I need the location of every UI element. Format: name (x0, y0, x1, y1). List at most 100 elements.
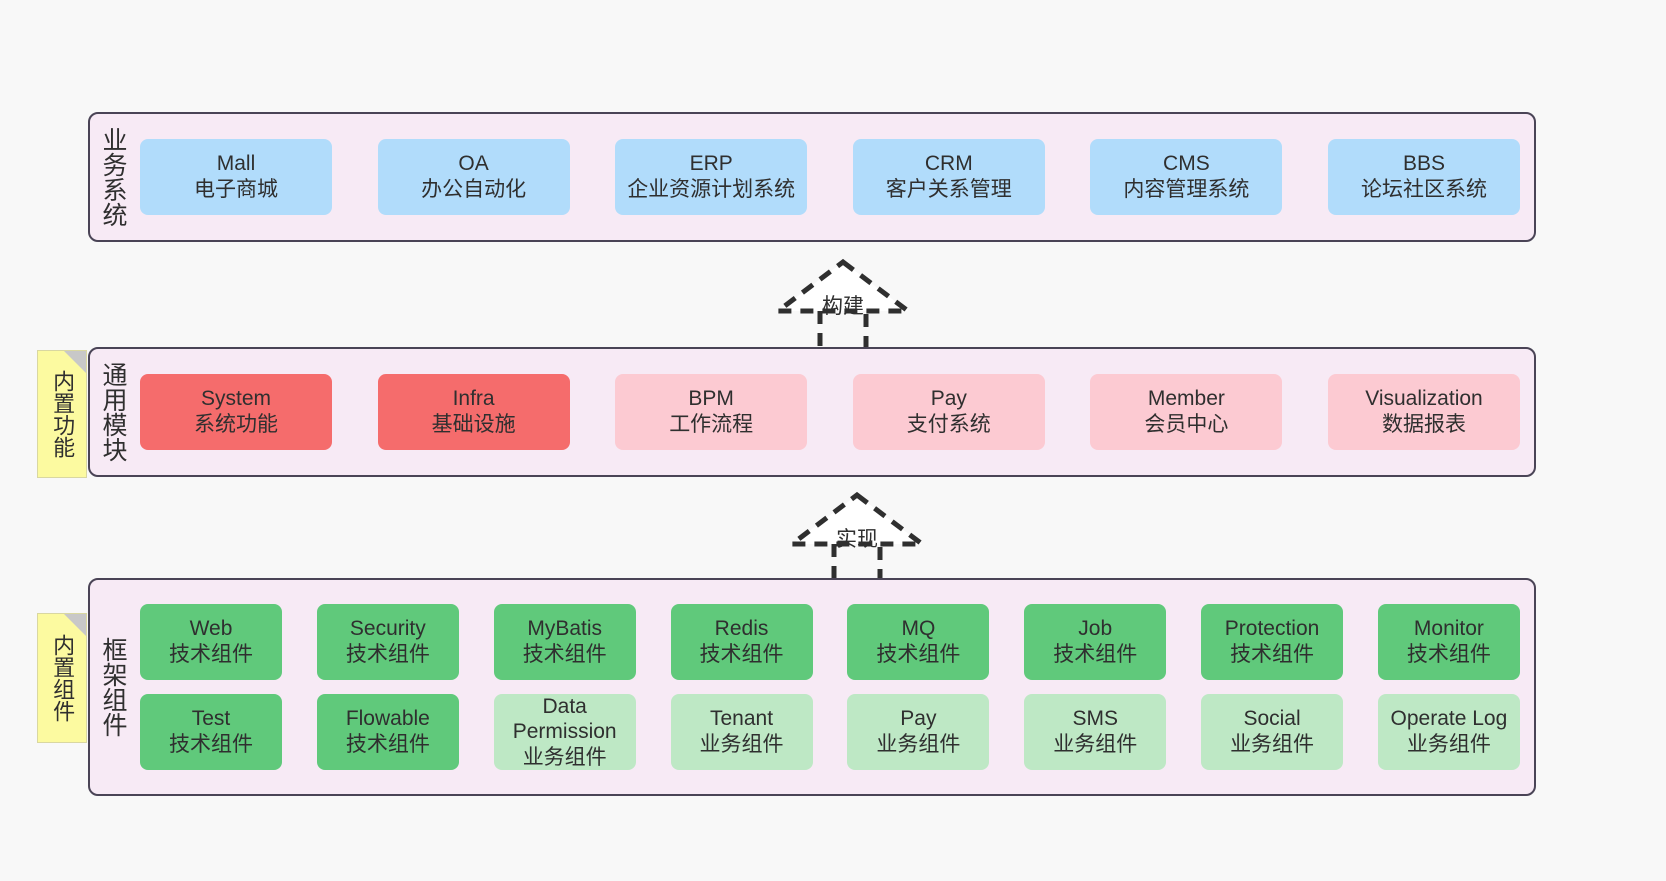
card-flowable[interactable]: Flowable 技术组件 (316, 694, 459, 770)
card-social[interactable]: Social 业务组件 (1201, 694, 1344, 770)
card-crm[interactable]: CRM 客户关系管理 (852, 139, 1045, 215)
modules-card-row: System 系统功能 Infra 基础设施 BPM 工作流程 Pay 支付系统… (140, 374, 1520, 450)
card-web-cn: 技术组件 (169, 643, 253, 666)
card-bbs-cn: 论坛社区系统 (1360, 178, 1487, 201)
card-system[interactable]: System 系统功能 (140, 374, 332, 450)
card-job-en: Job (1078, 617, 1113, 641)
note-builtin-components: 内置组件 (37, 613, 87, 743)
framework-card-row-1: Web 技术组件 Security 技术组件 MyBatis 技术组件 Redi… (140, 604, 1520, 680)
card-visualization-en: Visualization (1365, 387, 1483, 411)
card-member[interactable]: Member 会员中心 (1090, 374, 1283, 450)
card-visualization[interactable]: Visualization 数据报表 (1327, 374, 1520, 450)
connector-build-label: 构建 (822, 295, 864, 318)
layer-framework-body: Web 技术组件 Security 技术组件 MyBatis 技术组件 Redi… (136, 580, 1534, 794)
layer-framework-components: 框架组件 Web 技术组件 Security 技术组件 MyBatis 技术组件… (88, 578, 1536, 796)
card-pay-component[interactable]: Pay 业务组件 (847, 694, 990, 770)
card-crm-cn: 客户关系管理 (885, 178, 1012, 201)
card-cms[interactable]: CMS 内容管理系统 (1090, 139, 1283, 215)
card-cms-en: CMS (1163, 152, 1210, 176)
card-cms-cn: 内容管理系统 (1123, 178, 1250, 201)
note-builtin-functions-label: 内置功能 (50, 370, 76, 458)
framework-card-row-2: Test 技术组件 Flowable 技术组件 Data Permission … (140, 694, 1520, 770)
card-pay-module[interactable]: Pay 支付系统 (852, 374, 1045, 450)
card-redis[interactable]: Redis 技术组件 (670, 604, 813, 680)
card-security-en: Security (349, 617, 426, 641)
card-job[interactable]: Job 技术组件 (1024, 604, 1167, 680)
card-tenant-cn: 业务组件 (699, 733, 784, 756)
card-erp-cn: 企业资源计划系统 (627, 178, 796, 201)
card-mybatis-cn: 技术组件 (522, 643, 607, 666)
card-bbs[interactable]: BBS 论坛社区系统 (1327, 139, 1520, 215)
card-bpm-en: BPM (688, 387, 734, 411)
card-system-cn: 系统功能 (194, 413, 278, 436)
layer-framework-title: 框架组件 (99, 637, 127, 737)
card-infra[interactable]: Infra 基础设施 (377, 374, 570, 450)
card-test[interactable]: Test 技术组件 (140, 694, 282, 770)
card-job-cn: 技术组件 (1053, 643, 1138, 666)
card-data-permission-en: Data Permission (512, 694, 617, 744)
card-infra-en: Infra (452, 387, 495, 411)
card-data-permission-cn: 业务组件 (522, 745, 607, 769)
card-bbs-en: BBS (1402, 152, 1445, 176)
layer-modules-body: System 系统功能 Infra 基础设施 BPM 工作流程 Pay 支付系统… (136, 349, 1534, 475)
card-erp-en: ERP (689, 152, 733, 176)
card-redis-en: Redis (714, 617, 769, 641)
layer-modules-title: 通用模块 (99, 362, 127, 462)
card-pay-component-cn: 业务组件 (876, 733, 961, 756)
connector-build: 构建 (758, 256, 928, 356)
card-pay-module-en: Pay (930, 387, 967, 411)
card-web[interactable]: Web 技术组件 (140, 604, 282, 680)
card-operate-log-cn: 业务组件 (1406, 733, 1491, 756)
card-mybatis[interactable]: MyBatis 技术组件 (493, 604, 636, 680)
connector-implement-arrow (784, 491, 930, 587)
card-test-cn: 技术组件 (169, 733, 253, 756)
card-bpm-cn: 工作流程 (669, 413, 754, 436)
card-mall-cn: 电子商城 (194, 178, 278, 201)
card-monitor-en: Monitor (1413, 617, 1484, 641)
card-crm-en: CRM (924, 152, 973, 176)
card-mall[interactable]: Mall 电子商城 (140, 139, 332, 215)
card-sms-cn: 业务组件 (1053, 733, 1138, 756)
card-infra-cn: 基础设施 (431, 413, 516, 436)
card-system-en: System (200, 387, 271, 411)
layer-business-title: 业务系统 (99, 127, 127, 227)
card-oa-en: OA (458, 152, 489, 176)
card-erp[interactable]: ERP 企业资源计划系统 (615, 139, 808, 215)
connector-implement: 实现 (772, 489, 942, 589)
card-sms[interactable]: SMS 业务组件 (1024, 694, 1167, 770)
card-pay-component-en: Pay (900, 707, 937, 731)
card-sms-en: SMS (1072, 707, 1118, 731)
layer-common-modules: 通用模块 System 系统功能 Infra 基础设施 BPM 工作流程 Pay… (88, 347, 1536, 477)
card-mq[interactable]: MQ 技术组件 (847, 604, 990, 680)
card-member-en: Member (1147, 387, 1225, 411)
card-monitor-cn: 技术组件 (1406, 643, 1491, 666)
card-operate-log-en: Operate Log (1390, 707, 1508, 731)
card-pay-module-cn: 支付系统 (906, 413, 991, 436)
card-mall-en: Mall (216, 152, 256, 176)
card-security-cn: 技术组件 (345, 643, 430, 666)
card-mq-cn: 技术组件 (876, 643, 961, 666)
card-social-en: Social (1243, 707, 1301, 731)
card-protection-cn: 技术组件 (1230, 643, 1315, 666)
card-redis-cn: 技术组件 (699, 643, 784, 666)
card-test-en: Test (191, 707, 231, 731)
card-oa[interactable]: OA 办公自动化 (377, 139, 570, 215)
card-flowable-en: Flowable (345, 707, 430, 731)
card-visualization-cn: 数据报表 (1381, 413, 1466, 436)
card-monitor[interactable]: Monitor 技术组件 (1377, 604, 1520, 680)
connector-implement-label: 实现 (836, 528, 878, 551)
card-protection[interactable]: Protection 技术组件 (1201, 604, 1344, 680)
card-social-cn: 业务组件 (1230, 733, 1315, 756)
card-tenant-en: Tenant (710, 707, 774, 731)
card-data-permission[interactable]: Data Permission 业务组件 (493, 694, 636, 770)
note-builtin-components-label: 内置组件 (50, 634, 76, 722)
card-tenant[interactable]: Tenant 业务组件 (670, 694, 813, 770)
layer-business-systems: 业务系统 Mall 电子商城 OA 办公自动化 ERP 企业资源计划系统 CRM… (88, 112, 1536, 242)
card-security[interactable]: Security 技术组件 (316, 604, 459, 680)
business-card-row: Mall 电子商城 OA 办公自动化 ERP 企业资源计划系统 CRM 客户关系… (140, 139, 1520, 215)
card-flowable-cn: 技术组件 (345, 733, 430, 756)
card-bpm[interactable]: BPM 工作流程 (615, 374, 808, 450)
card-operate-log[interactable]: Operate Log 业务组件 (1377, 694, 1520, 770)
card-member-cn: 会员中心 (1144, 413, 1229, 436)
